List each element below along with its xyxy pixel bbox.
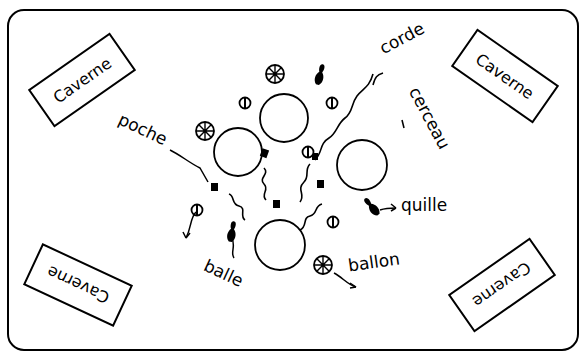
play-area [8,10,578,350]
object-label: quille [401,195,447,215]
cave-label: Caverne [44,262,112,307]
ropes [229,74,373,230]
object-label: ballon [347,248,401,275]
object-label: poche [115,109,170,149]
cave-label: Caverne [469,258,534,312]
object-label: balle [201,255,247,291]
hoops [214,94,387,270]
object-label: corde [376,18,428,58]
cave-box: Caverne [451,28,559,123]
cave-box: Caverne [448,237,556,332]
cave-box: Caverne [28,32,136,127]
cave-box: Caverne [23,243,133,327]
cave-label: Caverne [49,53,114,107]
leader-lines [170,73,404,288]
cave-label: Caverne [472,49,537,103]
object-label: cerceau [405,84,454,153]
